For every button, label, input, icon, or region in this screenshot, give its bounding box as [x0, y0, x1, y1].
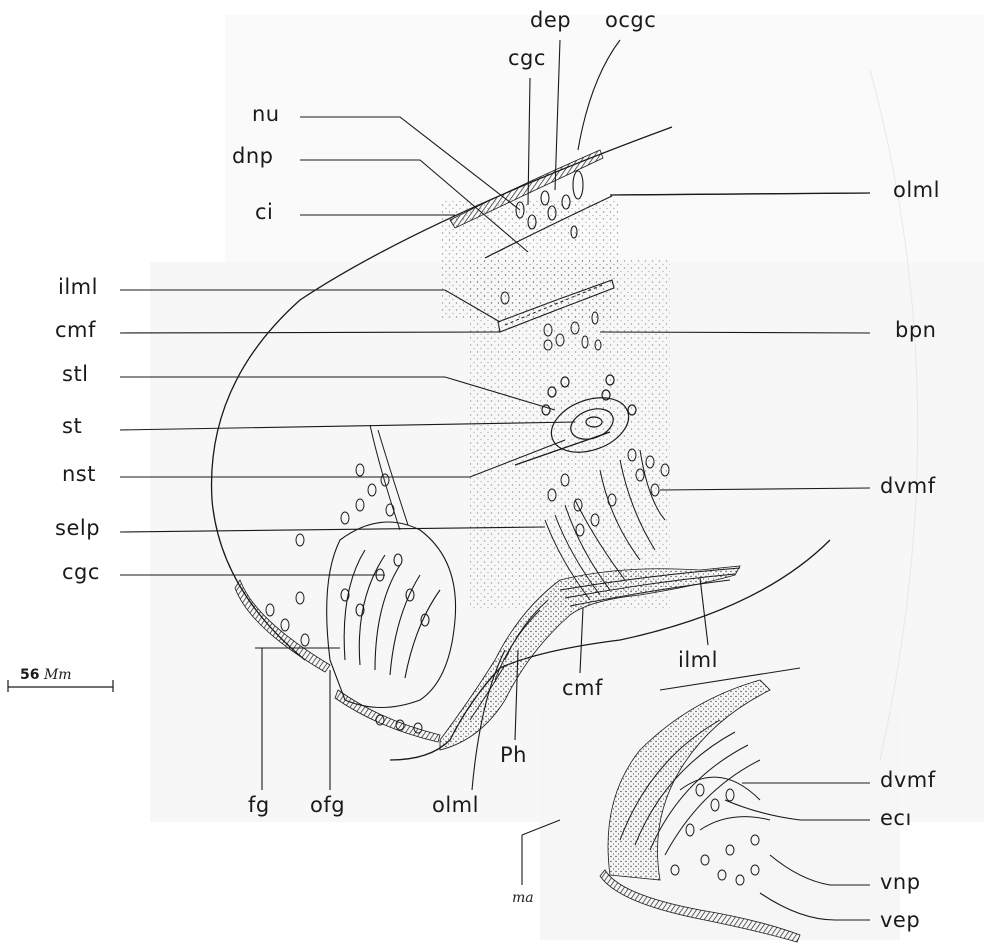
label-vep: vep [880, 910, 920, 931]
label-ilml-bottom: ilml [678, 650, 718, 671]
label-ph: Ph [500, 745, 527, 766]
label-ma: ma [512, 890, 534, 906]
label-cgc-top: cgc [508, 48, 546, 69]
label-cmf-bottom: cmf [562, 678, 603, 699]
label-ilml-left: ilml [58, 277, 98, 298]
label-cgc-left: cgc [62, 562, 100, 583]
label-bpn: bpn [895, 320, 936, 341]
label-dvmf-low: dvmf [880, 770, 936, 791]
label-olml-right: olml [893, 180, 940, 201]
label-dnp: dnp [232, 146, 273, 167]
label-stl: stl [62, 364, 89, 385]
scale-label: 56 Mm [20, 667, 72, 683]
label-dep: dep [530, 10, 571, 31]
label-st: st [62, 416, 82, 437]
label-ec1: ecı [880, 808, 912, 829]
scale-value: 56 [20, 667, 39, 683]
label-selp: selp [55, 518, 100, 539]
label-ocgc: ocgc [605, 10, 656, 31]
label-ofg: ofg [310, 795, 345, 816]
label-ci: ci [255, 202, 273, 223]
label-nu: nu [252, 104, 280, 125]
label-cmf-left: cmf [55, 320, 96, 341]
label-nst: nst [62, 464, 96, 485]
label-vnp: vnp [880, 872, 921, 893]
label-fg: fg [248, 795, 270, 816]
stipple-field [470, 260, 670, 610]
label-olml-bottom: olml [432, 795, 479, 816]
scale-unit: Mm [44, 667, 72, 683]
label-dvmf-mid: dvmf [880, 476, 936, 497]
